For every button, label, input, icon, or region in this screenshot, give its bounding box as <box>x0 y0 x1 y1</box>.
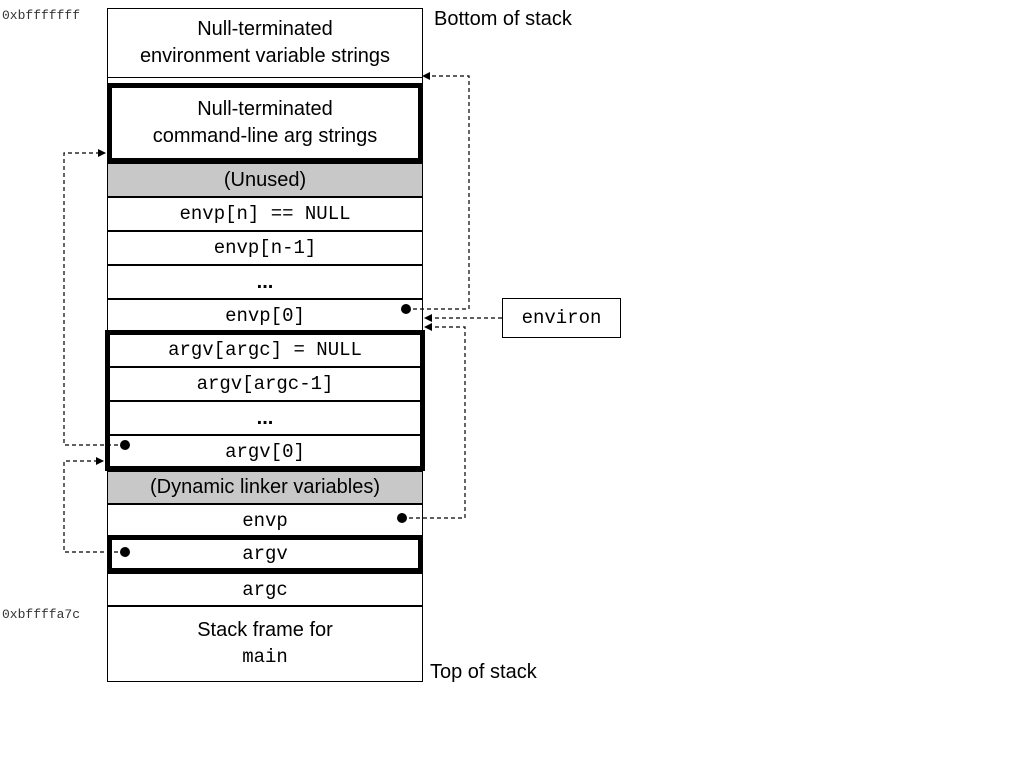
argv-pointer-cell: argv <box>107 535 423 573</box>
address-frame-label: 0xbffffa7c <box>2 607 81 622</box>
main-stack-frame-block: Stack frame for main <box>107 606 423 682</box>
envp-to-envp0-arrow <box>402 323 466 519</box>
envp-n-cell: envp[n] == NULL <box>107 197 423 231</box>
argc-cell: argc <box>107 573 423 606</box>
argv-argc-1-cell: argv[argc-1] <box>107 367 423 401</box>
frame-line1: Stack frame for <box>197 619 333 641</box>
address-bottom-label: 0xbfffffff <box>2 8 81 23</box>
bottom-of-stack-label: Bottom of stack <box>434 8 572 30</box>
arg-strings-line1: Null-terminated <box>197 98 333 120</box>
env-strings-line1: Null-terminated <box>197 18 333 40</box>
frame-line2: main <box>242 646 288 668</box>
argv-0-cell: argv[0] <box>107 435 423 469</box>
argv-array-outline <box>105 330 425 471</box>
argv-to-argv0-arrow <box>63 457 125 553</box>
dynamic-linker-block: (Dynamic linker variables) <box>107 471 423 504</box>
envp-n-1-cell: envp[n-1] <box>107 231 423 265</box>
arg-strings-block: Null-terminated command-line arg strings <box>107 83 423 163</box>
arg-strings-line2: command-line arg strings <box>152 125 378 147</box>
env-strings-line2: environment variable strings <box>139 45 391 67</box>
top-of-stack-label: Top of stack <box>430 661 537 683</box>
argv-ellipsis-cell: ... <box>107 401 423 435</box>
envp-ellipsis-cell: ... <box>107 265 423 299</box>
unused-block: (Unused) <box>107 163 423 197</box>
environ-box: environ <box>502 298 621 338</box>
argv-argc-cell: argv[argc] = NULL <box>107 333 423 367</box>
envp-0-cell: envp[0] <box>107 299 423 333</box>
env-strings-block: Null-terminated environment variable str… <box>107 8 423 78</box>
envp0-to-env-strings-arrow <box>406 72 470 310</box>
argv0-to-arg-strings-arrow <box>63 149 125 446</box>
envp-pointer-cell: envp <box>107 504 423 538</box>
